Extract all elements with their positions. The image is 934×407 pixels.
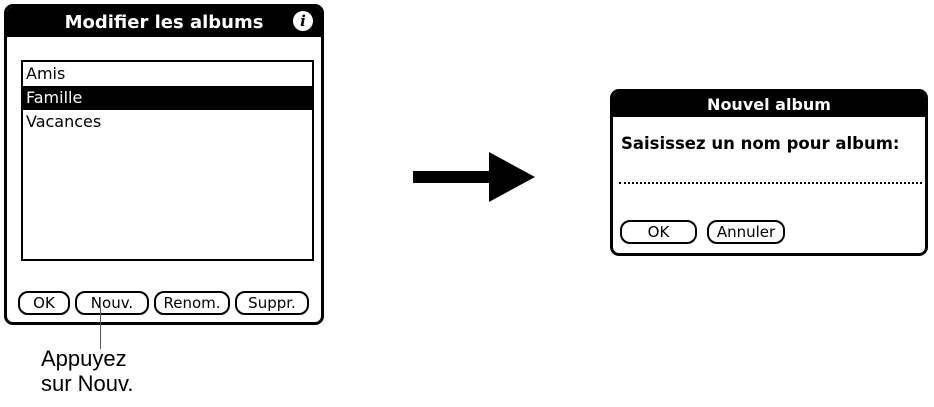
ok-button[interactable]: OK: [18, 291, 70, 315]
right-arrow-icon: [413, 152, 535, 202]
album-list[interactable]: Amis Famille Vacances: [21, 60, 314, 261]
edit-albums-title: Modifier les albums: [64, 11, 264, 33]
edit-albums-titlebar: Modifier les albums: [7, 7, 321, 37]
edit-albums-button-row: OK Nouv. Renom. Suppr.: [18, 291, 309, 315]
new-button[interactable]: Nouv.: [75, 291, 149, 315]
album-name-input[interactable]: [619, 162, 922, 184]
album-name-prompt: Saisissez un nom pour album:: [621, 134, 900, 153]
callout-text: Appuyez sur Nouv.: [41, 346, 181, 396]
callout-line-1: Appuyez: [41, 346, 127, 371]
info-icon[interactable]: i: [293, 11, 313, 31]
edit-albums-dialog: Modifier les albums i Amis Famille Vacan…: [4, 4, 324, 325]
new-album-dialog: Nouvel album Saisissez un nom pour album…: [610, 89, 928, 256]
album-item-amis[interactable]: Amis: [26, 64, 66, 83]
rename-button[interactable]: Renom.: [154, 291, 230, 315]
new-album-button-row: OK Annuler: [620, 220, 785, 244]
new-album-ok-button[interactable]: OK: [620, 220, 697, 244]
album-item-famille[interactable]: Famille: [23, 86, 312, 110]
new-album-title: Nouvel album: [707, 95, 831, 114]
cancel-button[interactable]: Annuler: [707, 220, 785, 244]
callout-line-2: sur Nouv.: [41, 371, 134, 396]
new-album-titlebar: Nouvel album: [613, 92, 925, 117]
delete-button[interactable]: Suppr.: [235, 291, 309, 315]
album-item-vacances[interactable]: Vacances: [26, 112, 102, 131]
callout-line: [100, 308, 101, 349]
